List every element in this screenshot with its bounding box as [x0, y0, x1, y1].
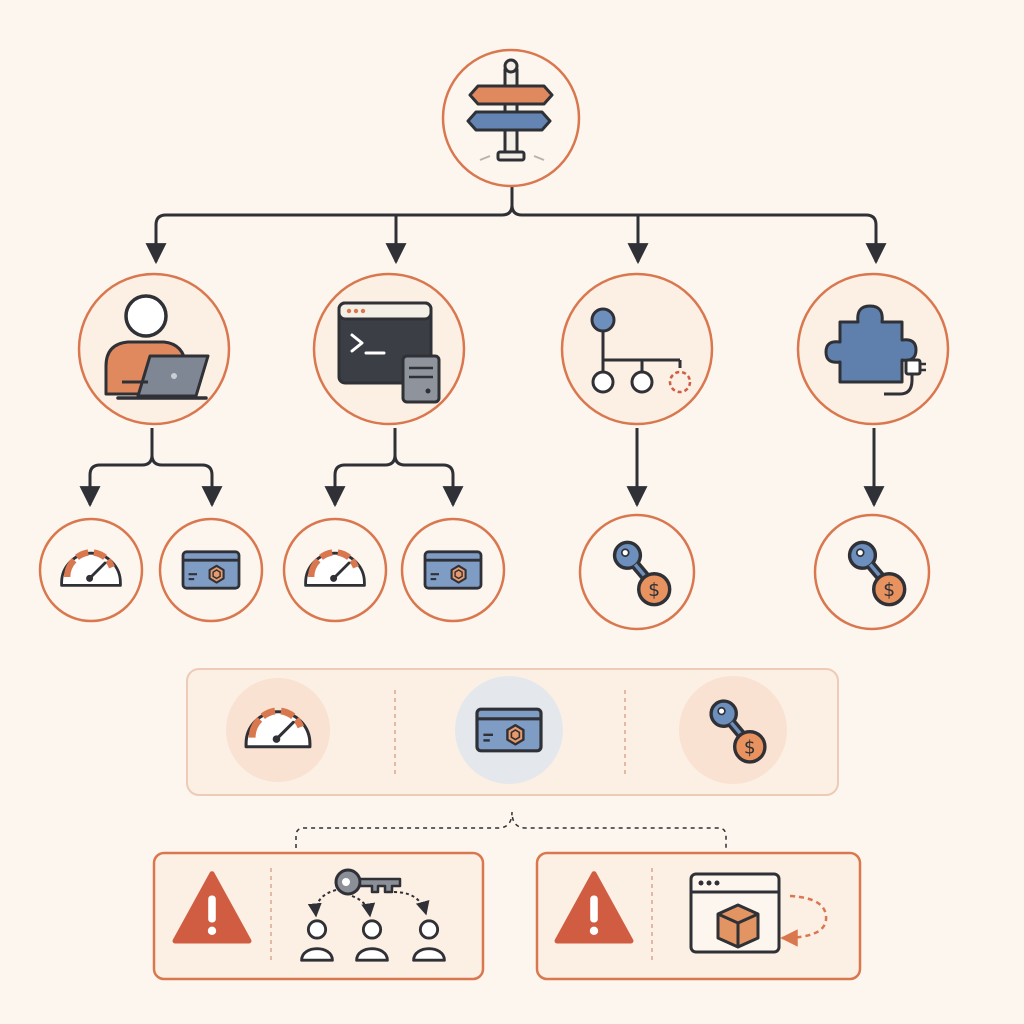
warning-card-reload-container — [535, 851, 862, 981]
hierarchy-tree-icon — [590, 307, 692, 394]
container-image-icon — [423, 550, 483, 590]
branch-node-hierarchy — [560, 272, 714, 426]
leaf-node-developer-container — [158, 517, 264, 623]
summary-to-warnings-brace — [295, 811, 727, 848]
developer-laptop-icon — [104, 294, 210, 400]
leaf-node-terminal-speed — [282, 517, 388, 623]
leaf-node-terminal-container — [400, 517, 506, 623]
terminal-server-icon — [337, 301, 441, 404]
warning-card-shared-key — [152, 851, 485, 981]
branch-node-terminal — [312, 272, 466, 426]
connector-branch-2-right — [393, 454, 464, 508]
leaf-node-hierarchy-key — [578, 513, 696, 631]
branch-node-developer — [77, 272, 231, 426]
signpost-icon — [466, 58, 554, 162]
leaf-node-developer-speed — [38, 517, 144, 623]
container-image-icon — [475, 707, 543, 753]
puzzle-plugin-icon — [824, 304, 926, 396]
leaf-node-plugin-key — [813, 513, 931, 631]
root-node — [441, 48, 581, 188]
branch-node-plugin — [796, 272, 950, 426]
container-image-icon — [181, 550, 241, 590]
shared-key-users-icon — [300, 868, 446, 962]
reload-container-icon — [689, 872, 828, 954]
connector-root-to-branch-4 — [510, 204, 887, 265]
connector-branch-1-right — [150, 454, 223, 508]
connectors — [79, 182, 887, 508]
summary-panel — [186, 668, 839, 796]
